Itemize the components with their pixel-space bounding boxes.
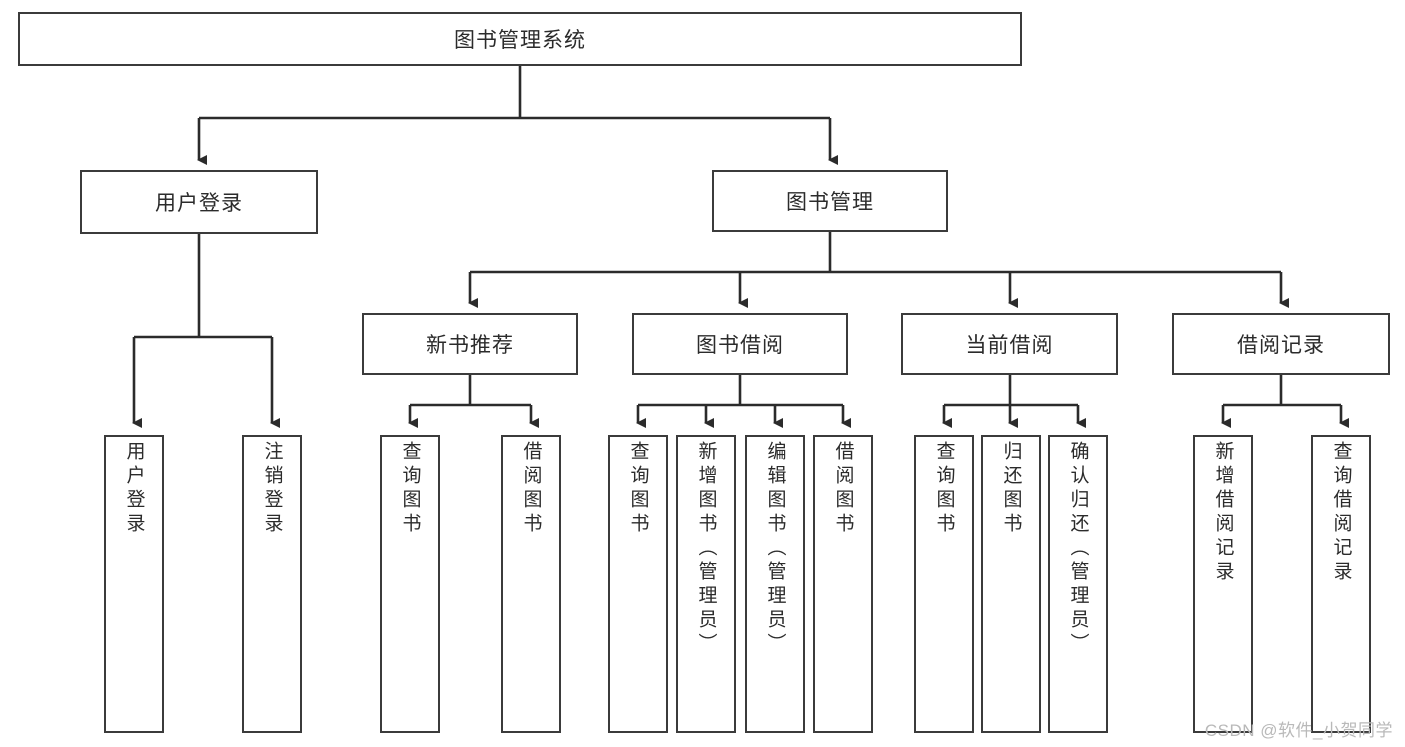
node-book-borrow-label: 图书借阅 xyxy=(696,334,784,357)
node-leaf-borrow-book-2-label: 借阅图书 xyxy=(832,441,854,537)
node-leaf-edit-book-label: 编辑图书（管理员） xyxy=(764,441,786,657)
node-leaf-query-book-2[interactable]: 查询图书 xyxy=(608,435,668,733)
node-leaf-user-login-label: 用户登录 xyxy=(123,441,145,537)
node-leaf-user-login[interactable]: 用户登录 xyxy=(104,435,164,733)
node-leaf-confirm-return[interactable]: 确认归还（管理员） xyxy=(1048,435,1108,733)
node-leaf-logout-login-label: 注销登录 xyxy=(261,441,283,537)
node-leaf-add-book[interactable]: 新增图书（管理员） xyxy=(676,435,736,733)
node-leaf-return-book[interactable]: 归还图书 xyxy=(981,435,1041,733)
node-leaf-query-book-3-label: 查询图书 xyxy=(933,441,955,537)
node-leaf-add-record[interactable]: 新增借阅记录 xyxy=(1193,435,1253,733)
node-leaf-edit-book[interactable]: 编辑图书（管理员） xyxy=(745,435,805,733)
node-borrow-record[interactable]: 借阅记录 xyxy=(1172,313,1390,375)
node-leaf-add-record-label: 新增借阅记录 xyxy=(1212,441,1234,585)
node-leaf-query-book-3[interactable]: 查询图书 xyxy=(914,435,974,733)
node-leaf-return-book-label: 归还图书 xyxy=(1000,441,1022,537)
node-leaf-logout-login[interactable]: 注销登录 xyxy=(242,435,302,733)
node-leaf-query-book-1[interactable]: 查询图书 xyxy=(380,435,440,733)
node-leaf-borrow-book-1[interactable]: 借阅图书 xyxy=(501,435,561,733)
node-leaf-add-book-label: 新增图书（管理员） xyxy=(695,441,717,657)
node-new-book-recommend[interactable]: 新书推荐 xyxy=(362,313,578,375)
node-root-label: 图书管理系统 xyxy=(454,29,586,52)
node-current-borrow[interactable]: 当前借阅 xyxy=(901,313,1118,375)
node-leaf-query-record-label: 查询借阅记录 xyxy=(1330,441,1352,585)
node-leaf-borrow-book-2[interactable]: 借阅图书 xyxy=(813,435,873,733)
node-leaf-confirm-return-label: 确认归还（管理员） xyxy=(1067,441,1089,657)
node-borrow-record-label: 借阅记录 xyxy=(1237,334,1325,357)
node-leaf-query-book-1-label: 查询图书 xyxy=(399,441,421,537)
node-leaf-borrow-book-1-label: 借阅图书 xyxy=(520,441,542,537)
node-book-management[interactable]: 图书管理 xyxy=(712,170,948,232)
node-current-borrow-label: 当前借阅 xyxy=(965,334,1054,357)
node-root[interactable]: 图书管理系统 xyxy=(18,12,1022,66)
node-leaf-query-book-2-label: 查询图书 xyxy=(627,441,649,537)
watermark: CSDN @软件_小贺同学 xyxy=(1204,721,1393,740)
node-leaf-query-record[interactable]: 查询借阅记录 xyxy=(1311,435,1371,733)
node-user-login[interactable]: 用户登录 xyxy=(80,170,318,234)
node-new-book-recommend-label: 新书推荐 xyxy=(426,334,514,357)
node-book-management-label: 图书管理 xyxy=(786,191,874,214)
node-user-login-label: 用户登录 xyxy=(155,192,243,215)
node-book-borrow[interactable]: 图书借阅 xyxy=(632,313,848,375)
